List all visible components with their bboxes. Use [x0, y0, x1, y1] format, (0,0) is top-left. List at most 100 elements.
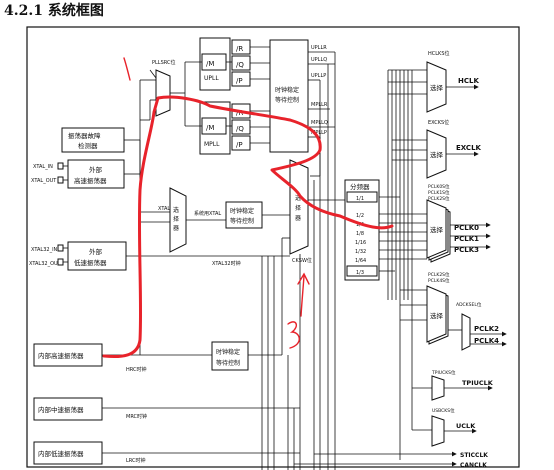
page-title: 4.2.1 系统框图: [4, 3, 104, 19]
hrc-stabilize-block: 时钟稳定 等待控制: [211, 341, 249, 371]
hcks-label: HCLKS位: [428, 50, 450, 57]
external-hs-oscillator: 外部 高速振荡器 XTAL_IN XTAL_OUT: [31, 159, 125, 189]
pclk2-output: PCLK2: [474, 325, 499, 333]
tpiu-bits-label: TPIUCKS位: [431, 369, 456, 376]
xtal-wait-line2: 等待控制: [230, 217, 254, 225]
mpllq-label: MPLLQ: [311, 120, 328, 126]
mux-a-2: 择: [173, 215, 179, 223]
hclk-output: HCLK: [458, 77, 479, 85]
int-ls-label: 内部低速振荡器: [38, 449, 84, 458]
adck-label: ADCKSEL位: [456, 301, 482, 308]
pllsrc-label: PLLSRC位: [152, 59, 175, 66]
bottom-wires: [294, 300, 457, 467]
ext-hs-line2: 高速振荡器: [74, 176, 107, 185]
pclk-mux-stack: PCLK0S位 PCLK1S位 PCLK2S位 选择 PCLK0 PCLK1 P…: [426, 183, 491, 263]
pclk1s-label: PCLK1S位: [428, 189, 450, 196]
pll-stabilize-block: 时钟稳定 等待控制: [269, 39, 309, 153]
xtal-out-label: XTAL_OUT: [31, 178, 57, 184]
clock-divider: 分频器 1/1 1/2 1/4 1/8 1/16 1/32 1/64 1/3: [344, 179, 380, 281]
tpiuclk-output: TPIUCLK: [462, 379, 494, 387]
ext-hs-line1: 外部: [89, 165, 103, 174]
hrc-wait-line2: 等待控制: [216, 359, 240, 367]
div-1-2: 1/2: [356, 213, 364, 219]
exclk-mux: 选择 EXCKS位 EXCLK: [426, 119, 482, 179]
xtal-select-mux: 选 择 器: [169, 187, 187, 253]
ext-ls-line1: 外部: [89, 247, 103, 256]
xtal32-out-label: XTAL32_OUT: [29, 261, 62, 267]
xtal-wait-line1: 时钟稳定: [230, 207, 254, 215]
pclk4s-label: PCLK4S位: [428, 277, 450, 284]
mpll-m-label: /M: [206, 124, 214, 132]
exclk-mux-label: 选择: [430, 150, 444, 159]
internal-hs-oscillator: 内部高速振荡器: [33, 343, 103, 367]
ext-ls-line2: 低速振荡器: [74, 258, 107, 267]
upll-r-label: /R: [236, 45, 243, 53]
upllp-label: UPLLP: [311, 73, 326, 79]
hclk-mux-label: 选择: [430, 83, 444, 92]
pclk2s-label: PCLK2S位: [428, 195, 450, 202]
div-1-64: 1/64: [355, 258, 366, 264]
mux-a-3: 器: [173, 225, 179, 232]
pclk0-output: PCLK0: [454, 224, 479, 232]
div-out-label: 1/3: [356, 270, 364, 276]
pclk2-mux-stack: PCLK2S位 PCLK4S位 选择 ADCKSEL位 PCLK2 PCLK4: [426, 271, 507, 351]
pclk0s-label: PCLK0S位: [428, 183, 450, 190]
usb-mux: USBCKS位 UCLK: [431, 407, 477, 447]
mpllp-label: MPLLP: [311, 130, 327, 136]
xtal32-label: XTAL32时钟: [212, 260, 241, 267]
pclk-mux-label: 选择: [430, 225, 444, 234]
internal-ls-oscillator: 内部低速振荡器: [33, 441, 103, 465]
fault-line2: 检测器: [78, 141, 98, 150]
canclk-output: CANCLK: [460, 462, 487, 469]
divider-wires: [379, 69, 427, 321]
mrc-label: MRC时钟: [126, 413, 147, 420]
divider-title: 分频器: [350, 182, 370, 191]
exclk-output: EXCLK: [456, 144, 482, 152]
sys-xtal-label: 系统用XTAL: [194, 210, 221, 217]
bus-lines: [261, 52, 345, 470]
upll-label: UPLL: [204, 75, 219, 82]
cksw-label: CKSW位: [292, 257, 312, 264]
mpllr-label: MPLLR: [311, 102, 328, 108]
pclk2-mux-label: 选择: [430, 311, 444, 320]
lrc-label: LRC时钟: [126, 457, 146, 464]
xtal-stabilize-block: 时钟稳定 等待控制: [225, 201, 263, 229]
pclk4-output: PCLK4: [474, 337, 499, 345]
fault-line1: 振荡器故障: [68, 131, 101, 140]
fault-detector: 振荡器故障 检测器: [61, 127, 125, 153]
int-hs-label: 内部高速振荡器: [38, 351, 84, 360]
div-1-8: 1/8: [356, 231, 364, 237]
hrc-label: HRC时钟: [126, 366, 146, 373]
mpll-p-label: /P: [236, 141, 243, 149]
mux-b-1: 选: [295, 194, 301, 202]
diagram-frame: [26, 26, 520, 468]
mpll-r-label: /R: [236, 109, 243, 117]
red-annotation-arrow: [123, 57, 310, 349]
red-annotation-path: [102, 95, 394, 359]
upll-p-label: /P: [236, 77, 243, 85]
external-ls-oscillator: 外部 低速振荡器 XTAL32_IN XTAL32_OUT: [29, 241, 127, 271]
upll-block: /M UPLL /R /Q /P: [199, 37, 251, 91]
pll-wait-line1: 时钟稳定: [275, 86, 299, 94]
xtal-in-label: XTAL_IN: [33, 164, 53, 170]
exck-label: EXCKS位: [428, 119, 449, 126]
upll-m-label: /M: [206, 60, 214, 68]
upll-q-label: /Q: [236, 61, 244, 69]
usbcks-label: USBCKS位: [432, 407, 455, 414]
pclk3-output: PCLK3: [454, 246, 479, 254]
mpll-q-label: /Q: [236, 125, 244, 133]
pll-wait-line2: 等待控制: [275, 96, 299, 104]
div-1-32: 1/32: [355, 249, 366, 255]
mux-a-1: 选: [173, 206, 179, 214]
hrc-wait-line1: 时钟稳定: [216, 348, 240, 356]
mpll-label: MPLL: [204, 141, 220, 148]
system-clock-mux: 选 择 器: [289, 159, 309, 255]
pclk2s-label-b: PCLK2S位: [428, 271, 450, 278]
div-1-1: 1/1: [356, 196, 364, 202]
upllr-label: UPLLR: [311, 45, 327, 51]
uclk-output: UCLK: [456, 422, 476, 430]
sticclk-output: STICCLK: [460, 452, 488, 459]
mux-b-3: 器: [295, 215, 301, 222]
tpiu-mux: TPIUCKS位 TPIUCLK: [431, 369, 494, 401]
